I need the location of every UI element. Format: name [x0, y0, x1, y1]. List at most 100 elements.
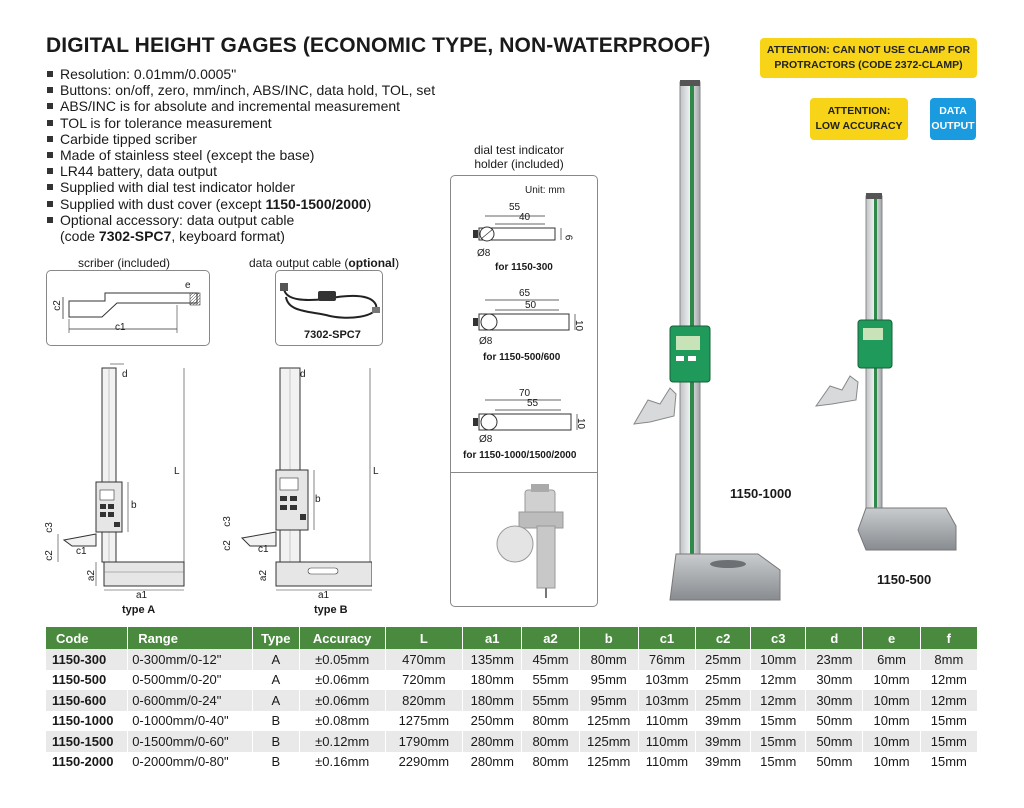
cable-box: 7302-SPC7: [275, 270, 383, 346]
attention-accuracy-line1: ATTENTION:: [827, 105, 891, 117]
cell-d: 50mm: [805, 710, 864, 731]
holder-300-d1: 55: [509, 202, 521, 213]
type-a-c3-label: c3: [43, 522, 55, 533]
cell-d: 50mm: [805, 731, 864, 752]
dust-prefix: Supplied with dust cover (except: [60, 195, 266, 212]
cell-f: 15mm: [920, 731, 979, 752]
holder-500-phi: Ø8: [479, 336, 493, 347]
type-b-c2-label: c2: [221, 540, 233, 551]
type-a-caption: type A: [122, 604, 156, 616]
cell-accuracy: ±0.05mm: [299, 649, 386, 670]
product-1000-label: 1150-1000: [730, 486, 792, 501]
cell-range: 0-500mm/0-20": [127, 669, 253, 690]
type-a-a1-label: a1: [136, 590, 148, 601]
feature-item: ABS/INC is for absolute and incremental …: [46, 98, 435, 114]
cell-e: 10mm: [862, 710, 921, 731]
holder-500-d1: 65: [519, 288, 531, 299]
cell-range: 0-1000mm/0-40": [127, 710, 253, 731]
scriber-c1-label: c1: [115, 322, 126, 333]
holder-1000-d2: 55: [527, 398, 539, 409]
cell-c3: 15mm: [750, 710, 807, 731]
cell-type: B: [252, 731, 300, 752]
col-e: e: [862, 627, 921, 649]
col-range: Range: [127, 627, 253, 649]
cell-range: 0-2000mm/0-80": [127, 751, 253, 772]
cell-b: 125mm: [579, 731, 639, 752]
cell-e: 10mm: [862, 751, 921, 772]
cell-accuracy: ±0.06mm: [299, 669, 386, 690]
cell-a1: 180mm: [462, 669, 523, 690]
cell-range: 0-600mm/0-24": [127, 690, 253, 711]
product-500-label: 1150-500: [877, 572, 932, 587]
cell-e: 10mm: [862, 690, 921, 711]
cell-d: 30mm: [805, 690, 864, 711]
holder-1000-for: for 1150-1000/1500/2000: [463, 450, 577, 461]
type-b-l-label: L: [373, 466, 379, 477]
cell-l: 1275mm: [385, 710, 464, 731]
page-title: DIGITAL HEIGHT GAGES (ECONOMIC TYPE, NON…: [46, 34, 711, 57]
cell-f: 12mm: [920, 669, 979, 690]
holder-1000-drawing: [473, 399, 578, 431]
col-d: d: [805, 627, 864, 649]
scriber-box: c2 c1 e: [46, 270, 210, 346]
type-b-c1-label: c1: [258, 544, 269, 555]
cell-l: 820mm: [385, 690, 464, 711]
cell-type: B: [252, 751, 300, 772]
cell-c2: 25mm: [695, 690, 752, 711]
cell-c1: 103mm: [638, 669, 697, 690]
cell-c1: 76mm: [638, 649, 697, 670]
type-a-drawing: [57, 363, 185, 591]
type-a-a2-label: a2: [86, 569, 98, 582]
attention-accuracy-badge: ATTENTION: LOW ACCURACY: [810, 98, 908, 140]
cell-a2: 80mm: [521, 710, 580, 731]
cell-e: 10mm: [862, 669, 921, 690]
type-b-caption: type B: [314, 604, 348, 616]
cell-c3: 15mm: [750, 731, 807, 752]
cell-c2: 39mm: [695, 710, 752, 731]
feature-item: Made of stainless steel (except the base…: [46, 147, 435, 163]
cable-caption-prefix: data output cable (: [249, 256, 349, 270]
cell-a2: 55mm: [521, 669, 580, 690]
cell-c2: 39mm: [695, 731, 752, 752]
cell-accuracy: ±0.12mm: [299, 731, 386, 752]
cell-code: 1150-500: [46, 669, 129, 690]
feature-item: TOL is for tolerance measurement: [46, 115, 435, 131]
cable-caption: data output cable (optional): [249, 256, 399, 270]
feature-item: Supplied with dial test indicator holder: [46, 179, 435, 195]
attention-clamp-line2: PROTRACTORS (CODE 2372-CLAMP): [774, 59, 963, 71]
attention-clamp-line1: ATTENTION: CAN NOT USE CLAMP FOR: [766, 44, 971, 56]
cell-d: 30mm: [805, 669, 864, 690]
col-l: L: [385, 627, 464, 649]
col-a1: a1: [462, 627, 523, 649]
cable-caption-bold: optional: [348, 256, 396, 270]
cell-b: 80mm: [579, 649, 639, 670]
feature-item-dust-cover: Supplied with dust cover (except 1150-15…: [46, 196, 435, 212]
dial-caption-line1: dial test indicator: [474, 143, 565, 157]
optional-bold: 7302-SPC7: [98, 228, 172, 245]
holder-500-d2: 50: [525, 300, 537, 311]
col-c1: c1: [638, 627, 697, 649]
col-code: Code: [46, 627, 129, 649]
attention-clamp-badge: ATTENTION: CAN NOT USE CLAMP FOR PROTRAC…: [760, 38, 977, 78]
cell-a2: 80mm: [521, 731, 580, 752]
dust-suffix: ): [366, 195, 372, 212]
cell-code: 1150-1000: [46, 710, 129, 731]
data-output-line2: OUTPUT: [931, 120, 975, 132]
type-b-a1-label: a1: [318, 590, 330, 601]
col-c2: c2: [695, 627, 752, 649]
cell-type: A: [252, 649, 300, 670]
dial-caption-line2: holder (included): [474, 157, 564, 171]
feature-item-optional: Optional accessory: data output cable: [46, 212, 435, 228]
cell-a1: 250mm: [462, 710, 523, 731]
cell-code: 1150-1500: [46, 731, 129, 752]
cell-c2: 39mm: [695, 751, 752, 772]
type-b-drawing: [240, 367, 372, 591]
cell-c3: 10mm: [750, 649, 807, 670]
cell-code: 1150-600: [46, 690, 129, 711]
